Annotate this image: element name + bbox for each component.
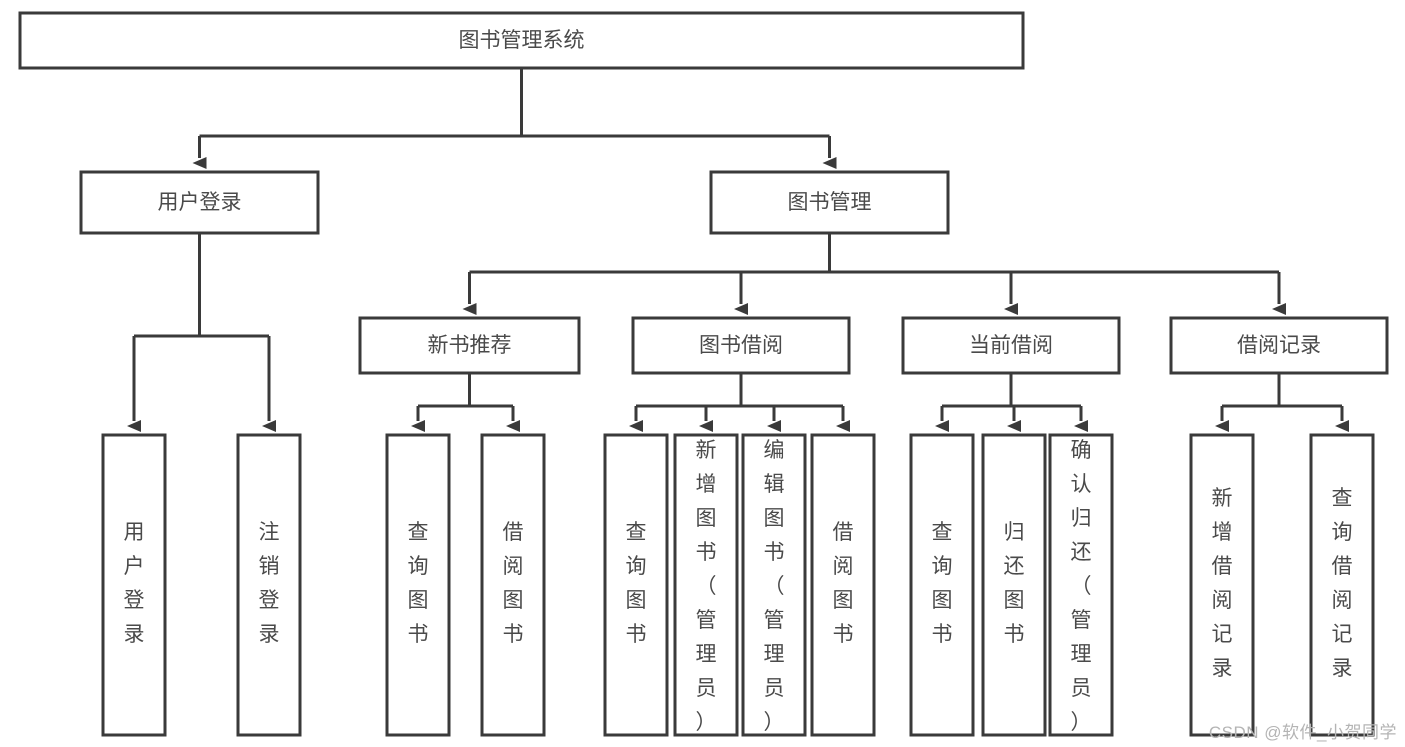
node-box-leaf-query-book-3: [909, 433, 975, 737]
node-label-leaf-borrow-book-2: 借阅图书: [833, 521, 854, 646]
node-label-leaf-query-book-1: 查询图书: [408, 521, 429, 646]
node-box-borrow-records: [1169, 316, 1389, 375]
node-box-leaf-user-login: [101, 433, 167, 737]
node-label-leaf-user-logout: 注销登录: [259, 521, 280, 646]
node-box-leaf-confirm-return: [1048, 433, 1114, 737]
node-box-root: [18, 11, 1025, 70]
node-box-leaf-borrow-book-2: [810, 433, 876, 737]
node-label-leaf-add-record: 新增借阅记录: [1212, 487, 1233, 680]
node-label-current-borrow: 当前借阅: [969, 334, 1053, 357]
node-leaf-query-book-3[interactable]: 查询图书: [909, 433, 975, 737]
node-current-borrow[interactable]: 当前借阅: [901, 316, 1121, 375]
node-box-new-book-recommend: [358, 316, 581, 375]
node-book-management[interactable]: 图书管理: [709, 170, 950, 235]
node-box-leaf-return-book: [981, 433, 1047, 737]
node-user-login[interactable]: 用户登录: [79, 170, 320, 235]
node-box-leaf-add-book: [673, 433, 739, 737]
node-box-leaf-add-record: [1189, 433, 1255, 737]
node-box-book-borrow: [631, 316, 851, 375]
node-label-leaf-query-book-2: 查询图书: [626, 521, 647, 646]
connectors-layer: [127, 68, 1349, 432]
nodes-layer: 图书管理系统用户登录用户登录注销登录图书管理新书推荐查询图书借阅图书图书借阅查询…: [18, 11, 1389, 737]
node-box-leaf-query-book-1: [385, 433, 451, 737]
node-leaf-return-book[interactable]: 归还图书: [981, 433, 1047, 737]
node-box-leaf-user-logout: [236, 433, 302, 737]
node-box-book-management: [709, 170, 950, 235]
node-root[interactable]: 图书管理系统: [18, 11, 1025, 70]
node-label-book-borrow: 图书借阅: [699, 334, 783, 357]
node-label-leaf-user-login: 用户登录: [124, 521, 145, 646]
node-label-user-login: 用户登录: [158, 191, 242, 214]
node-box-user-login: [79, 170, 320, 235]
node-label-leaf-add-book: 新增图书（管理员）: [696, 439, 717, 734]
node-label-leaf-return-book: 归还图书: [1004, 521, 1025, 646]
node-label-leaf-edit-book: 编辑图书（管理员）: [764, 439, 785, 734]
node-leaf-borrow-book-1[interactable]: 借阅图书: [480, 433, 546, 737]
node-label-leaf-query-record: 查询借阅记录: [1332, 487, 1353, 680]
node-label-leaf-borrow-book-1: 借阅图书: [503, 521, 524, 646]
node-leaf-add-book[interactable]: 新增图书（管理员）: [673, 433, 739, 737]
node-book-borrow[interactable]: 图书借阅: [631, 316, 851, 375]
node-leaf-edit-book[interactable]: 编辑图书（管理员）: [741, 433, 807, 737]
node-label-root: 图书管理系统: [459, 29, 585, 52]
node-box-leaf-edit-book: [741, 433, 807, 737]
node-box-current-borrow: [901, 316, 1121, 375]
node-label-borrow-records: 借阅记录: [1237, 334, 1321, 357]
node-leaf-user-login[interactable]: 用户登录: [101, 433, 167, 737]
node-box-leaf-query-record: [1309, 433, 1375, 737]
watermark-text: CSDN @软件_小贺同学: [1208, 723, 1397, 742]
node-label-book-management: 图书管理: [788, 191, 872, 214]
node-leaf-query-book-2[interactable]: 查询图书: [603, 433, 669, 737]
node-leaf-user-logout[interactable]: 注销登录: [236, 433, 302, 737]
node-leaf-query-book-1[interactable]: 查询图书: [385, 433, 451, 737]
node-leaf-confirm-return[interactable]: 确认归还（管理员）: [1048, 433, 1114, 737]
node-label-leaf-query-book-3: 查询图书: [932, 521, 953, 646]
node-box-leaf-borrow-book-1: [480, 433, 546, 737]
node-label-leaf-confirm-return: 确认归还（管理员）: [1071, 439, 1092, 734]
node-leaf-query-record[interactable]: 查询借阅记录: [1309, 433, 1375, 737]
node-box-leaf-query-book-2: [603, 433, 669, 737]
node-borrow-records[interactable]: 借阅记录: [1169, 316, 1389, 375]
node-leaf-borrow-book-2[interactable]: 借阅图书: [810, 433, 876, 737]
node-label-new-book-recommend: 新书推荐: [428, 334, 512, 357]
node-new-book-recommend[interactable]: 新书推荐: [358, 316, 581, 375]
node-leaf-add-record[interactable]: 新增借阅记录: [1189, 433, 1255, 737]
